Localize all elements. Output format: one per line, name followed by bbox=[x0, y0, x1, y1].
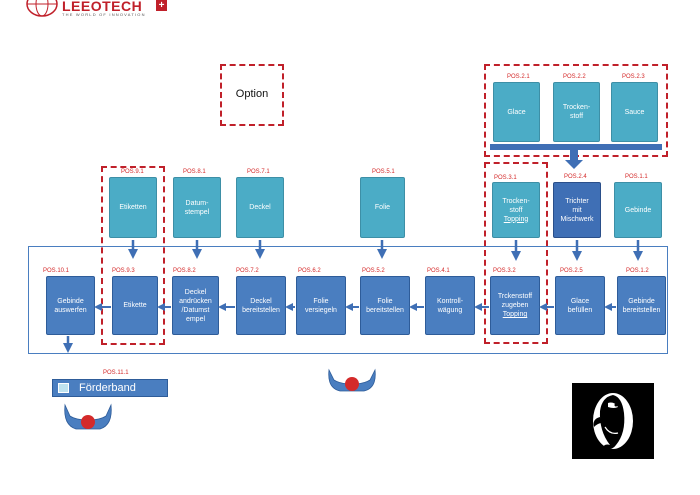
pos-label: POS.5.2 bbox=[362, 268, 385, 274]
station-folie-supply: Folie bbox=[360, 177, 405, 238]
globe-icon bbox=[26, 0, 58, 17]
brand-logo: LEEOTECH + THE WORLD OF INNOVATION bbox=[26, 0, 176, 20]
station-deckel-bereitstellen: Deckel bereitstellen bbox=[236, 276, 286, 335]
station-gebinde-supply: Gebinde bbox=[614, 182, 662, 238]
conveyor-swatch-icon bbox=[58, 383, 69, 393]
option-frame-trockenstoff bbox=[484, 162, 548, 344]
option-frame-etikette bbox=[101, 166, 165, 345]
pos-label: POS.2.4 bbox=[564, 174, 587, 180]
pos-label: POS.9.1 bbox=[121, 169, 144, 175]
pos-label: POS.2.1 bbox=[507, 74, 530, 80]
station-sublabel: Topping bbox=[502, 311, 528, 318]
conveyor-label: Förderband bbox=[79, 382, 136, 394]
pos-label: POS.2.3 bbox=[622, 74, 645, 80]
logo-cross-icon: + bbox=[156, 0, 167, 11]
pos-label: POS.5.1 bbox=[372, 169, 395, 175]
pos-label: POS.2.2 bbox=[563, 74, 586, 80]
tray-icon bbox=[328, 368, 376, 392]
feeder-bar bbox=[490, 144, 662, 150]
pos-label: POS.4.1 bbox=[427, 268, 450, 274]
pos-label: POS.6.2 bbox=[298, 268, 321, 274]
pos-label: POS.9.3 bbox=[112, 268, 135, 274]
station-glace-befuellen: Glace befüllen bbox=[555, 276, 605, 335]
station-gebinde-bereitstellen: Gebinde bereitstellen bbox=[617, 276, 666, 335]
station-glace: Glace bbox=[493, 82, 540, 142]
feeder-arrow bbox=[565, 150, 583, 169]
pos-label: POS.2.5 bbox=[560, 268, 583, 274]
station-label: Trckenstoff zugeben bbox=[497, 293, 533, 309]
pos-label: POS.3.1 bbox=[494, 175, 517, 181]
station-sublabel: Topping bbox=[503, 215, 529, 223]
tray-icon bbox=[64, 403, 112, 430]
pos-label: POS.3.2 bbox=[493, 268, 516, 274]
pos-label: POS.11.1 bbox=[103, 370, 129, 376]
station-etikette: Etikette bbox=[112, 276, 158, 335]
station-deckel-andruecken: Deckel andrücken /Datumst empel bbox=[172, 276, 219, 335]
station-datumstempel: Datum- stempel bbox=[173, 177, 221, 238]
station-trockenstoff-zugeben: Trckenstoff zugeben Topping bbox=[490, 276, 540, 335]
pos-label: POS.1.1 bbox=[625, 174, 648, 180]
station-trichter: Trichter mit Mischwerk bbox=[553, 182, 601, 238]
station-label: Trocken- stoff bbox=[502, 197, 530, 214]
process-line-frame bbox=[28, 246, 668, 354]
brand-tagline: THE WORLD OF INNOVATION bbox=[62, 12, 146, 17]
station-etiketten: Etiketten bbox=[109, 177, 157, 238]
penguin-logo-icon bbox=[572, 383, 654, 459]
pos-label: POS.1.2 bbox=[626, 268, 649, 274]
conveyor-legend: Förderband bbox=[52, 379, 168, 397]
option-legend-frame bbox=[220, 64, 284, 126]
pos-label: POS.7.2 bbox=[236, 268, 259, 274]
brand-name: LEEOTECH bbox=[62, 0, 143, 14]
station-topping-supply: Trocken- stoff Topping bbox=[492, 182, 540, 238]
station-sauce: Sauce bbox=[611, 82, 658, 142]
pos-label: POS.8.2 bbox=[173, 268, 196, 274]
pos-label: POS.10.1 bbox=[43, 268, 70, 274]
option-label: Option bbox=[235, 88, 269, 100]
pos-label: POS.7.1 bbox=[247, 169, 270, 175]
pos-label: POS.8.1 bbox=[183, 169, 206, 175]
station-deckel-supply: Deckel bbox=[236, 177, 284, 238]
station-folie-bereitstellen: Folie bereitstellen bbox=[360, 276, 410, 335]
station-trockenstoff-supply: Trocken- stoff bbox=[553, 82, 600, 142]
station-kontrollwaegung: Kontroll- wägung bbox=[425, 276, 475, 335]
